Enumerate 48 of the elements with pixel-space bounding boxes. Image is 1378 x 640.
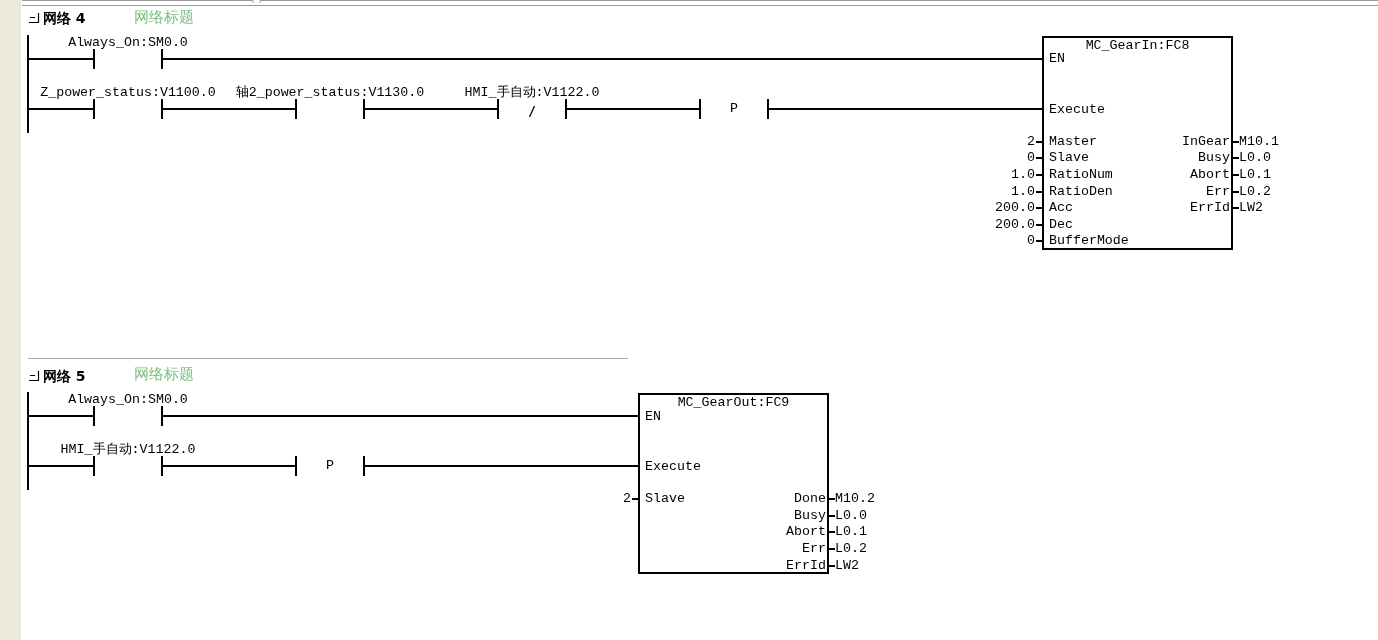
rung-line xyxy=(28,415,94,417)
rung-line xyxy=(364,465,639,467)
pin-label: RatioDen xyxy=(1049,185,1113,199)
rung-line xyxy=(162,415,639,417)
rung-line xyxy=(28,58,94,60)
block-title: MC_GearOut:FC9 xyxy=(677,396,790,410)
pin-label: Busy xyxy=(1198,151,1230,165)
network-heading: 网络 5 xyxy=(43,368,86,384)
pin-label: RatioNum xyxy=(1049,168,1113,182)
contact-label: Z_power_status:V1100.0 xyxy=(40,86,216,99)
transition-label: P xyxy=(730,102,738,116)
pin-label: Execute xyxy=(645,460,701,474)
pin-label: Slave xyxy=(645,492,685,506)
transition-label: P xyxy=(326,459,334,473)
pin-label: Err xyxy=(1206,185,1230,199)
pin-label: Abort xyxy=(786,525,826,539)
pin-label: Abort xyxy=(1190,168,1230,182)
rung-line xyxy=(162,465,296,467)
pin-label: BufferMode xyxy=(1049,234,1129,248)
pin-label: Dec xyxy=(1049,218,1073,232)
pin-label: Execute xyxy=(1049,103,1105,117)
pin-label: Master xyxy=(1049,135,1097,149)
pin-label: Slave xyxy=(1049,151,1089,165)
rung-line xyxy=(364,108,498,110)
pin-label: ErrId xyxy=(1190,201,1230,215)
network-heading: 网络 4 xyxy=(43,10,86,26)
rung-line xyxy=(28,108,94,110)
pin-label: InGear xyxy=(1182,135,1230,149)
pin-label: Busy xyxy=(794,509,826,523)
pin-label: EN xyxy=(645,410,661,424)
contact-label: Always_On:SM0.0 xyxy=(68,36,188,49)
contact-label: HMI_手自动:V1122.0 xyxy=(60,443,196,456)
pin-label: EN xyxy=(1049,52,1065,66)
function-block xyxy=(1042,36,1233,250)
pin-label: Acc xyxy=(1049,201,1073,215)
pin-label: ErrId xyxy=(786,559,826,573)
pin-label: Done xyxy=(794,492,826,506)
rung-line xyxy=(566,108,700,110)
rung-line xyxy=(28,465,94,467)
contact-label: 轴2_power_status:V1130.0 xyxy=(235,86,425,99)
rung-line xyxy=(162,108,296,110)
contact-label: HMI_手自动:V1122.0 xyxy=(464,86,600,99)
block-title: MC_GearIn:FC8 xyxy=(1085,39,1190,53)
function-block xyxy=(638,393,829,574)
rung-line xyxy=(768,108,1043,110)
contact-label: Always_On:SM0.0 xyxy=(68,393,188,406)
rung-line xyxy=(162,58,1043,60)
pin-label: Err xyxy=(802,542,826,556)
